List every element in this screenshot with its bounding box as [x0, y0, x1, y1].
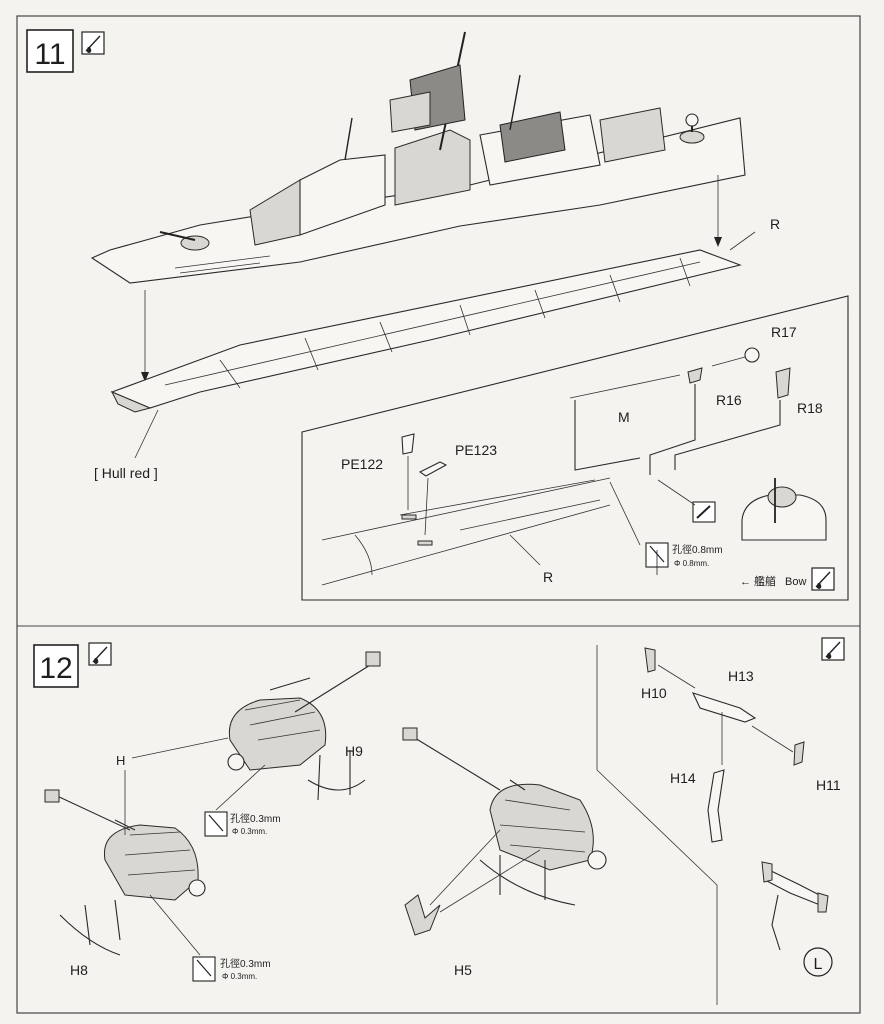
pe123-part	[418, 461, 448, 477]
part-label-h10: H10	[641, 685, 667, 701]
helicopter-middle	[227, 651, 381, 801]
part-label-r16: R16	[716, 392, 742, 408]
step-12: 12 H H9 孔	[33, 637, 845, 1005]
drill-label-en: Φ 0.8mm.	[674, 559, 709, 568]
stern-gun-detail	[741, 478, 827, 541]
detail-inset-frame	[301, 295, 849, 601]
leader-h5-a	[429, 829, 501, 906]
part-label-h13: H13	[728, 668, 754, 684]
part-label-pe122: PE122	[341, 456, 383, 472]
part-label-pe123: PE123	[455, 442, 497, 458]
step-12-number: 12	[39, 652, 72, 685]
drill1-label-en: Φ 0.3mm.	[232, 827, 267, 836]
part-label-h14: H14	[670, 770, 696, 786]
h13-part	[691, 692, 757, 723]
leader-h	[131, 737, 229, 759]
r16-part	[687, 367, 703, 384]
arrow-head	[141, 372, 149, 382]
lower-hull-r	[110, 249, 742, 413]
helicopter-left	[44, 789, 206, 956]
leader-drill-2	[149, 894, 201, 956]
detail-hull-r	[321, 477, 611, 586]
part-label-r18: R18	[797, 400, 823, 416]
drill-icon	[192, 956, 216, 982]
page-frame	[16, 15, 861, 1014]
leader-drill-1	[215, 764, 266, 811]
drill-label-cjk: 孔徑0.8mm	[672, 543, 723, 556]
leader-h5-b	[439, 849, 541, 913]
leader-drill	[609, 481, 641, 546]
glue-icon	[811, 567, 835, 591]
h14-part	[707, 769, 725, 843]
bow-label-en: Bow	[785, 576, 806, 588]
cement-brush-icon	[692, 501, 716, 523]
part-label-m: M	[618, 409, 630, 425]
drill1-label-cjk: 孔徑0.3mm	[230, 812, 281, 825]
step-12-number-box	[33, 644, 79, 688]
part-label-r17: R17	[771, 324, 797, 340]
part-label-h5: H5	[454, 962, 472, 978]
leader-r17	[711, 356, 746, 367]
assembly-path-m	[574, 400, 641, 471]
hull-red-note: [ Hull red ]	[94, 465, 158, 481]
r18-part	[775, 367, 791, 399]
leader-r	[729, 231, 756, 251]
leader-hull-red	[134, 409, 159, 459]
glue-icon	[81, 31, 105, 55]
drill-icon	[645, 542, 669, 575]
drill2-label-en: Φ 0.3mm.	[222, 972, 257, 981]
side-marker-circle	[803, 947, 833, 977]
pe122-part	[401, 433, 415, 455]
part-label-h9: H9	[345, 743, 363, 759]
subassembly-divider	[596, 645, 718, 1005]
leader-h11	[751, 725, 794, 753]
m-part	[569, 374, 681, 399]
step-11: 11	[26, 29, 849, 601]
part-label-h8: H8	[70, 962, 88, 978]
r17-part	[744, 347, 760, 363]
assembly-path-r18	[674, 400, 781, 470]
h11-part	[793, 741, 805, 766]
drill2-label-cjk: 孔徑0.3mm	[220, 957, 271, 970]
helicopter-right	[402, 727, 607, 906]
glue-icon	[88, 642, 112, 666]
drill-icon	[204, 811, 228, 837]
arrow-head	[714, 237, 722, 247]
leader-detail-r	[509, 534, 541, 566]
assembled-tail	[761, 861, 829, 951]
h5-part	[404, 894, 441, 936]
leader-h10	[657, 664, 696, 689]
part-label-h: H	[116, 753, 125, 768]
bow-label-cjk: ← 艦艏	[740, 574, 776, 588]
part-label-h11: H11	[816, 777, 841, 793]
ship-upper-hull	[90, 31, 746, 284]
step-11-number: 11	[34, 38, 65, 71]
leader-pe123	[424, 477, 429, 536]
side-marker-l: L	[814, 956, 823, 973]
glue-icon	[821, 637, 845, 661]
h10-part	[644, 647, 656, 673]
detail-part-label-r: R	[543, 569, 553, 585]
assembly-path-r16	[649, 384, 696, 475]
part-label-r: R	[770, 216, 780, 232]
step-11-number-box	[26, 29, 74, 73]
leader-glue	[657, 479, 696, 506]
